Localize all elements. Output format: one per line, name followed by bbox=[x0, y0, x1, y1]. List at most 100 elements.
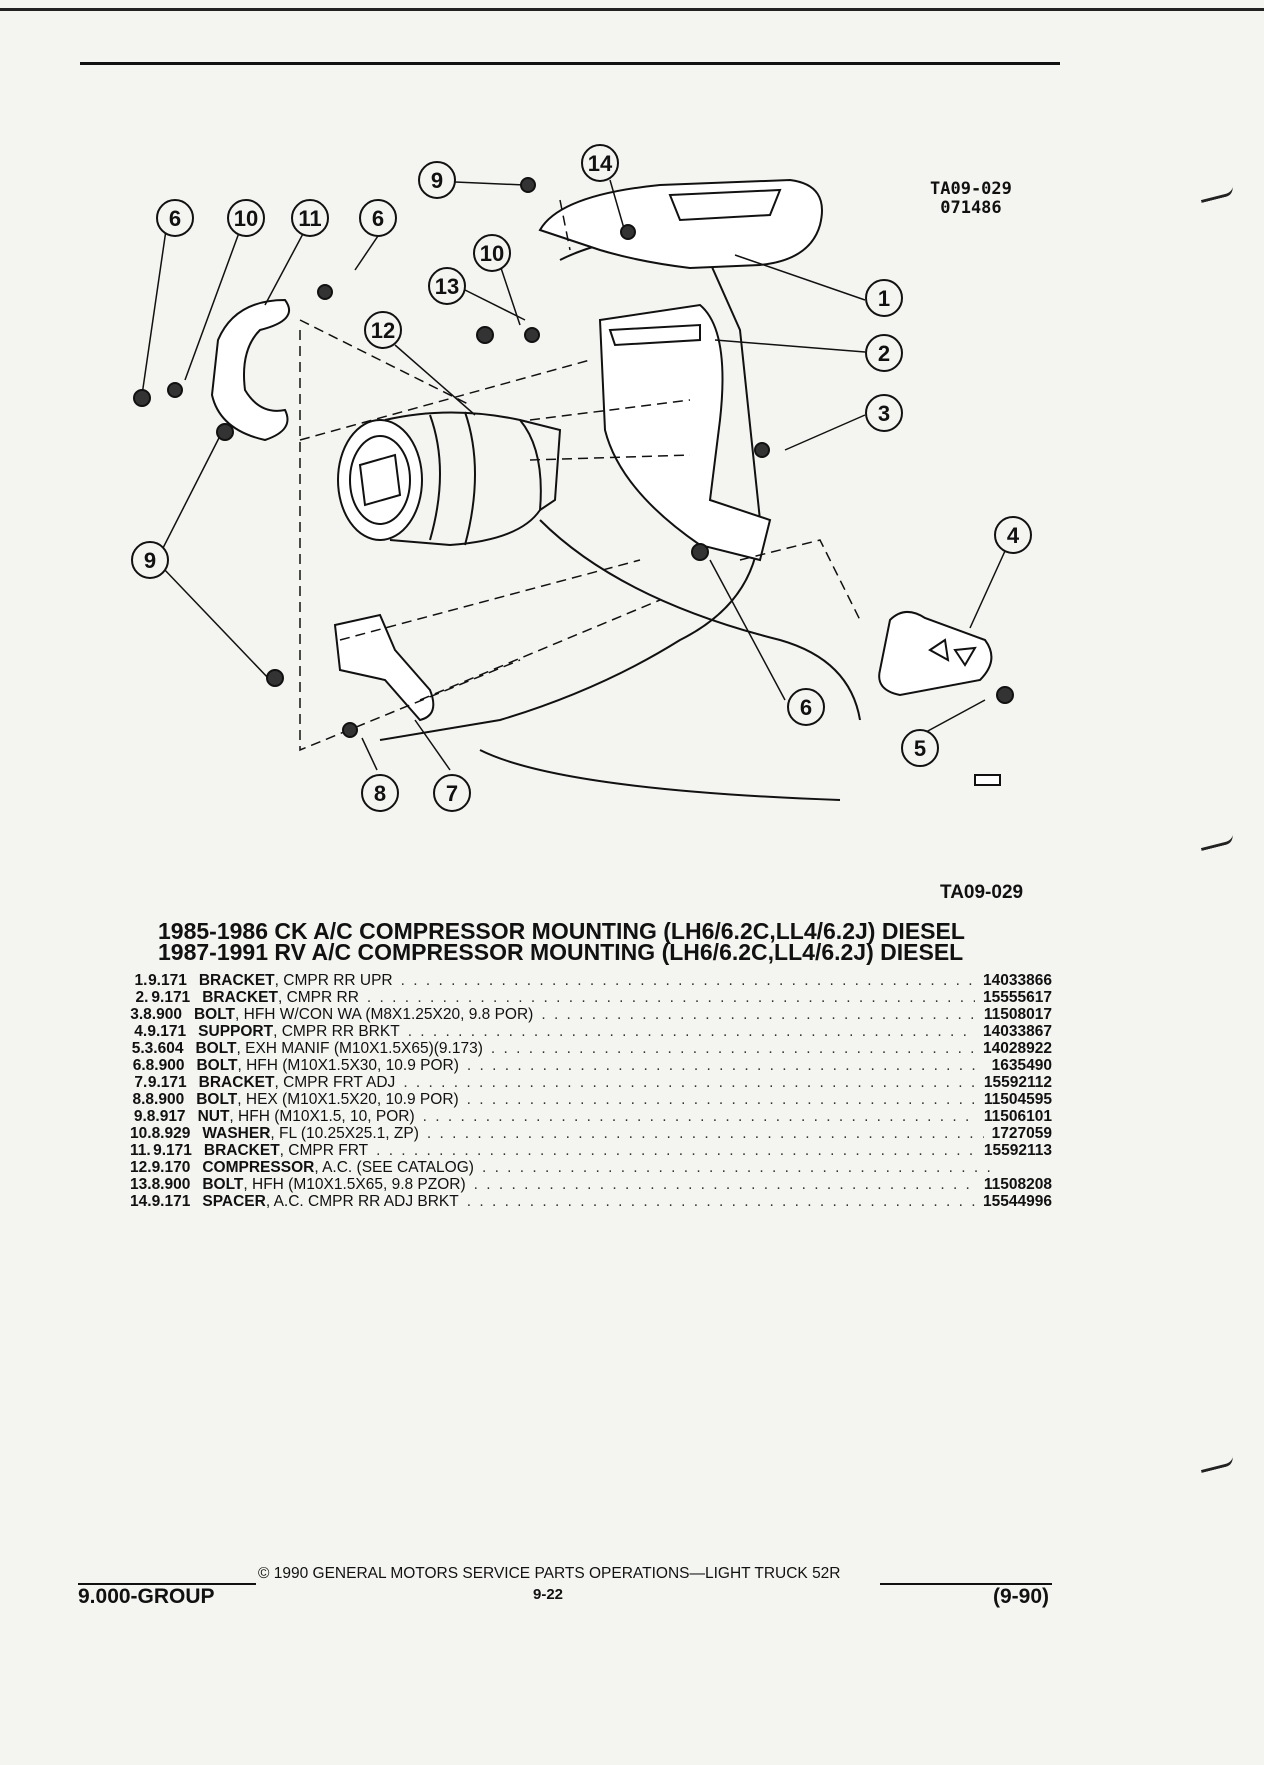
part-detail: , HFH (M10X1.5X65, 9.8 PZOR) bbox=[243, 1176, 466, 1193]
footer-group: 9.000-GROUP bbox=[78, 1585, 215, 1608]
group-number: 8.900 bbox=[151, 1176, 191, 1193]
header-rule bbox=[80, 62, 1060, 65]
item-number: 5. bbox=[131, 1040, 145, 1057]
part-name: BRACKET bbox=[198, 972, 275, 989]
group-number: 9.171 bbox=[147, 1074, 187, 1091]
part-description: COMPRESSOR, A.C. (SEE CATALOG) bbox=[202, 1159, 474, 1176]
group-number: 3.604 bbox=[144, 1040, 184, 1057]
svg-text:7: 7 bbox=[446, 781, 458, 806]
item-number: 11. bbox=[130, 1142, 151, 1159]
part-name: BOLT bbox=[202, 1176, 244, 1193]
part-detail: , FL (10.25X25.1, ZP) bbox=[270, 1125, 419, 1142]
callout-14: 14 bbox=[581, 144, 619, 182]
part-description: BRACKET, CMPR FRT ADJ bbox=[199, 1074, 396, 1091]
illustration-code: TA09-029 bbox=[940, 882, 1024, 903]
leader-dots bbox=[467, 1091, 976, 1108]
drawing-stamp: TA09-029 071486 bbox=[930, 180, 1012, 218]
group-number: 9.171 bbox=[151, 989, 191, 1006]
item-number: 6. bbox=[132, 1057, 146, 1074]
svg-text:10: 10 bbox=[234, 206, 258, 231]
part-number: 15555617 bbox=[983, 989, 1052, 1006]
svg-text:13: 13 bbox=[435, 274, 459, 299]
svg-text:4: 4 bbox=[1007, 523, 1020, 548]
part-detail: , CMPR FRT bbox=[279, 1142, 369, 1159]
part-name: COMPRESSOR bbox=[202, 1159, 315, 1176]
svg-text:6: 6 bbox=[800, 695, 812, 720]
callout-4: 4 bbox=[994, 516, 1032, 554]
front-adjust-bracket bbox=[333, 613, 435, 722]
part-detail: , CMPR RR bbox=[277, 989, 359, 1006]
section-titles: 1985-1986 CK A/C COMPRESSOR MOUNTING (LH… bbox=[158, 920, 965, 965]
item-number: 10. bbox=[130, 1125, 152, 1142]
svg-text:6: 6 bbox=[169, 206, 181, 231]
part-name: BOLT bbox=[196, 1057, 238, 1074]
rear-upper-bracket bbox=[538, 178, 823, 270]
leader-dots bbox=[467, 1057, 984, 1074]
callout-6: 6 bbox=[359, 199, 397, 237]
svg-text:3: 3 bbox=[878, 401, 890, 426]
item-number: 8. bbox=[132, 1091, 146, 1108]
top-edge-rule bbox=[0, 8, 1264, 11]
svg-text:11: 11 bbox=[298, 206, 321, 231]
part-detail: , HFH W/CON WA (M8X1.25X20, 9.8 POR) bbox=[235, 1006, 534, 1023]
group-number: 8.929 bbox=[151, 1125, 191, 1142]
engine-base-outline bbox=[479, 749, 841, 801]
part-number: 14033866 bbox=[983, 972, 1052, 989]
title-rv: 1987-1991 RV A/C COMPRESSOR MOUNTING (LH… bbox=[158, 939, 964, 965]
item-number: 12. bbox=[130, 1159, 152, 1176]
part-description: BRACKET, CMPR RR bbox=[202, 989, 359, 1006]
callout-1: 1 bbox=[865, 279, 903, 317]
callout-10: 10 bbox=[227, 199, 265, 237]
part-detail: , CMPR RR UPR bbox=[274, 972, 393, 989]
part-name: BOLT bbox=[196, 1091, 238, 1108]
leader-dots bbox=[376, 1142, 976, 1159]
binder-mark bbox=[1199, 1456, 1235, 1473]
part-description: BOLT, HFH (M10X1.5X65, 9.8 PZOR) bbox=[202, 1176, 465, 1193]
leader-dots bbox=[482, 1159, 993, 1176]
leader-dots bbox=[474, 1176, 976, 1193]
group-number: 8.900 bbox=[145, 1091, 185, 1108]
group-number: 9.171 bbox=[153, 1142, 192, 1159]
engine-lower-outline bbox=[539, 519, 861, 721]
part-name: SUPPORT bbox=[198, 1023, 274, 1040]
part-number: 15544996 bbox=[983, 1193, 1052, 1210]
stamp-code: TA09-029 bbox=[930, 179, 1012, 199]
part-name: NUT bbox=[197, 1108, 230, 1125]
group-number: 8.900 bbox=[143, 1006, 182, 1023]
part-number: 11506101 bbox=[983, 1108, 1052, 1125]
leader-dots bbox=[367, 989, 975, 1006]
part-name: WASHER bbox=[202, 1125, 271, 1142]
group-number: 9.171 bbox=[147, 1023, 187, 1040]
svg-text:8: 8 bbox=[374, 781, 386, 806]
part-description: BOLT, HFH W/CON WA (M8X1.25X20, 9.8 POR) bbox=[194, 1006, 533, 1023]
part-description: BRACKET, CMPR FRT bbox=[204, 1142, 368, 1159]
part-detail: , CMPR RR BRKT bbox=[273, 1023, 400, 1040]
leader-dots bbox=[408, 1023, 975, 1040]
footer-rule bbox=[78, 1583, 256, 1585]
item-number: 14. bbox=[130, 1193, 152, 1210]
svg-text:10: 10 bbox=[480, 241, 504, 266]
svg-text:14: 14 bbox=[588, 151, 613, 176]
item-number: 9. bbox=[133, 1108, 147, 1125]
part-detail: , A.C. (SEE CATALOG) bbox=[314, 1159, 474, 1176]
callout-9: 9 bbox=[418, 161, 456, 199]
front-bracket bbox=[210, 298, 291, 442]
part-description: WASHER, FL (10.25X25.1, ZP) bbox=[202, 1125, 419, 1142]
part-detail: , A.C. CMPR RR ADJ BRKT bbox=[265, 1193, 459, 1210]
part-number: 15592113 bbox=[983, 1142, 1052, 1159]
part-number: 15592112 bbox=[983, 1074, 1052, 1091]
part-name: BRACKET bbox=[198, 1074, 275, 1091]
rear-bracket bbox=[598, 303, 772, 562]
svg-text:6: 6 bbox=[372, 206, 384, 231]
part-description: BOLT, HFH (M10X1.5X30, 10.9 POR) bbox=[196, 1057, 458, 1074]
group-number: 9.171 bbox=[151, 1193, 191, 1210]
leader-dots bbox=[403, 1074, 976, 1091]
leader-dots bbox=[491, 1040, 975, 1057]
